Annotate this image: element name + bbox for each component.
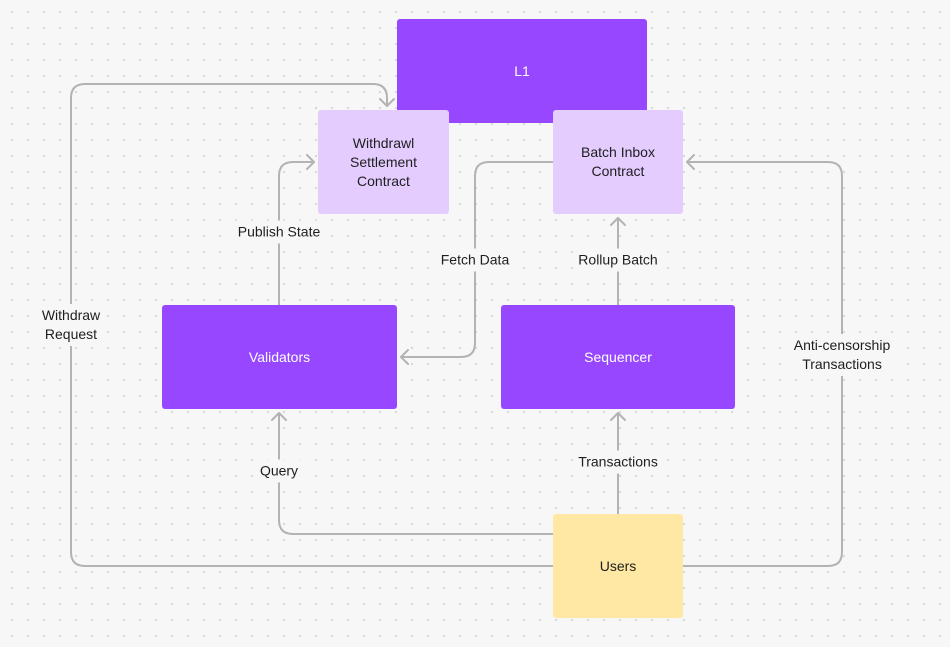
query-connector xyxy=(278,412,554,535)
fetch-data-edge-label: Fetch Data xyxy=(436,248,514,272)
withdrawl-settlement-contract-node[interactable]: Withdrawl Settlement Contract xyxy=(318,110,449,214)
sequencer-label: Sequencer xyxy=(584,348,652,365)
anti-censorship-edge-label: Anti-censorship Transactions xyxy=(789,334,895,376)
query-arrowhead xyxy=(271,412,287,421)
batch-inbox-contract-label: Batch Inbox Contract xyxy=(581,144,655,179)
sequencer-node[interactable]: Sequencer xyxy=(501,305,735,409)
batch-inbox-contract-node[interactable]: Batch Inbox Contract xyxy=(553,110,683,214)
rollup-batch-edge-label: Rollup Batch xyxy=(574,248,662,272)
l1-label: L1 xyxy=(514,62,530,79)
fetch-data-arrowhead xyxy=(400,349,409,365)
rollup-batch-arrowhead xyxy=(610,217,626,226)
query-edge-label: Query xyxy=(255,459,303,483)
publish-state-connector xyxy=(278,161,315,306)
withdraw-request-edge-label: Withdraw Request xyxy=(37,304,105,346)
withdrawl-settlement-contract-label: Withdrawl Settlement Contract xyxy=(350,134,417,189)
publish-state-arrowhead xyxy=(306,154,315,170)
anti-censorship-arrowhead xyxy=(686,154,695,170)
users-label: Users xyxy=(599,557,637,574)
l1-node[interactable]: L1 xyxy=(397,19,647,123)
validators-node[interactable]: Validators xyxy=(162,305,397,409)
publish-state-edge-label: Publish State xyxy=(233,220,325,244)
users-node[interactable]: Users xyxy=(553,514,683,618)
withdraw-request-connector xyxy=(70,83,554,567)
transactions-edge-label: Transactions xyxy=(574,450,662,474)
transactions-arrowhead xyxy=(610,412,626,421)
validators-label: Validators xyxy=(248,348,311,365)
withdraw-request-arrowhead xyxy=(379,98,395,107)
